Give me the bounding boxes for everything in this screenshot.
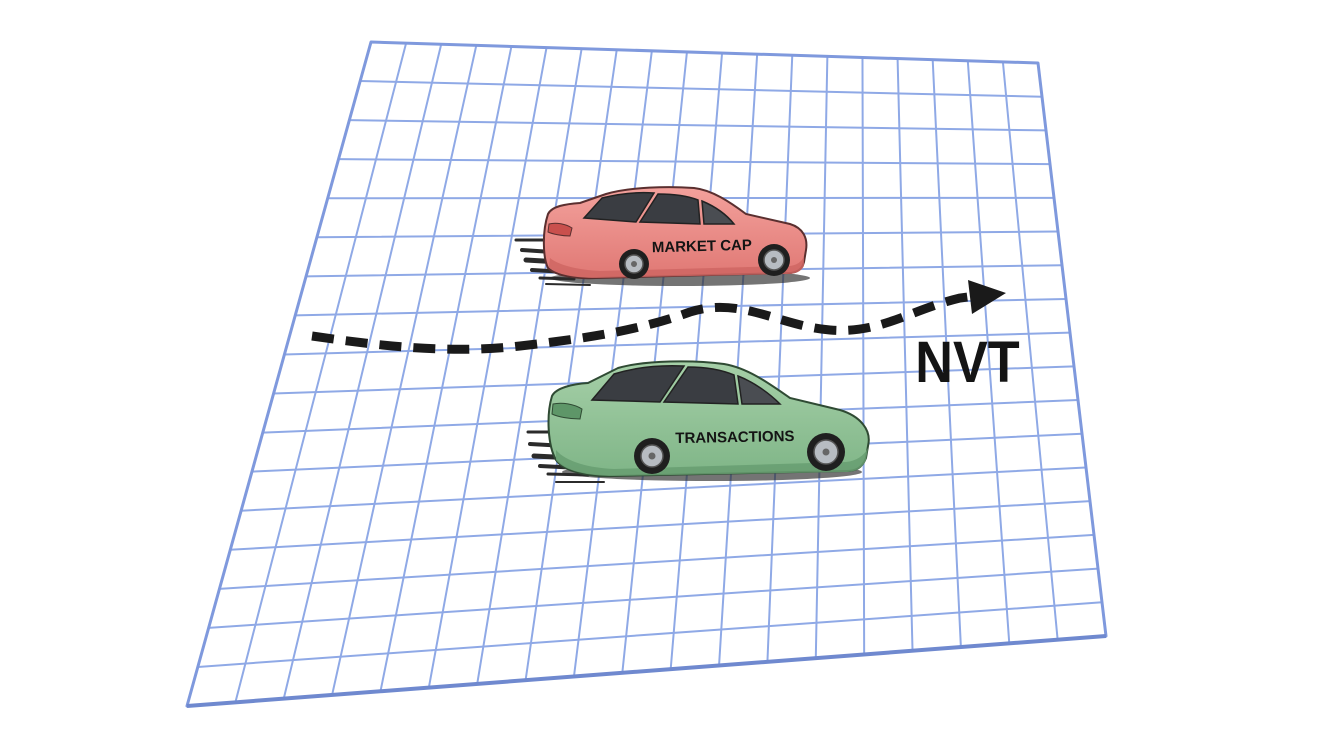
grid-line [337, 158, 1051, 166]
grid-line [966, 59, 1011, 645]
race-car-icon: MARKET CAP [514, 186, 810, 286]
grid-line [766, 54, 794, 663]
grid-line [814, 55, 829, 660]
grid-line [282, 43, 443, 700]
grid-line [359, 80, 1043, 98]
wheel [619, 249, 649, 279]
grid-line [1001, 60, 1059, 641]
transactions-label: TRANSACTIONS [675, 428, 794, 447]
wheel [758, 244, 790, 276]
grid-line [331, 44, 478, 696]
race-car-icon: TRANSACTIONS [526, 360, 870, 483]
grid-line [524, 48, 618, 682]
grid-line [348, 119, 1047, 132]
grid-line [427, 46, 548, 689]
grid-line [207, 567, 1099, 629]
car-window [582, 191, 656, 223]
grid-line [240, 466, 1087, 512]
car-window [737, 374, 782, 405]
grid-line [218, 533, 1095, 590]
grid-line [896, 57, 914, 652]
grid-line [572, 49, 653, 678]
grid-line [234, 42, 408, 704]
grid-line [196, 601, 1103, 668]
car-window [662, 366, 739, 405]
dashed-wavy-arrow-icon [311, 280, 1006, 354]
arrow-head [968, 280, 1006, 314]
car-window [701, 199, 736, 225]
wheel [634, 438, 670, 474]
grid-line [229, 500, 1091, 551]
wheel [807, 433, 845, 471]
grid-line [476, 47, 583, 685]
car-window [590, 364, 686, 403]
grid-border-shadow [186, 634, 1107, 708]
grid-line [931, 58, 962, 649]
arrow-path [311, 291, 976, 354]
grid-line [718, 53, 759, 667]
car-window [638, 193, 701, 225]
grid-line [379, 45, 513, 693]
grid-line [861, 56, 866, 656]
market-cap-label: MARKET CAP [652, 237, 752, 257]
nvt-label: NVT [915, 329, 1020, 394]
grid-line [294, 297, 1067, 317]
